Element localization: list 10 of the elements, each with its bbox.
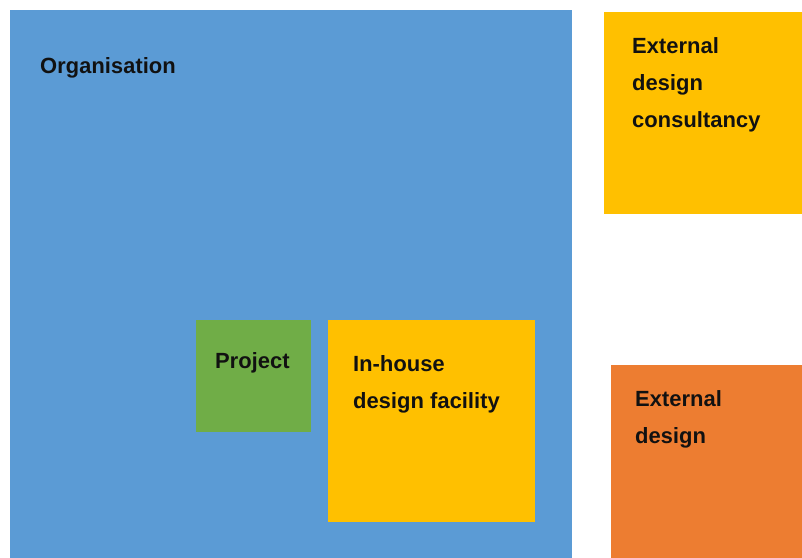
box-label: Project	[215, 347, 291, 375]
box-label: External design	[635, 385, 723, 450]
process-box	[611, 365, 802, 558]
process-box	[196, 320, 311, 432]
process-box	[328, 320, 535, 522]
container-box	[10, 10, 572, 558]
box-label: Organisation	[40, 52, 177, 80]
box-label: In-house design facility	[353, 350, 501, 415]
box-label: External design consultancy	[632, 32, 762, 134]
process-box	[604, 12, 802, 214]
